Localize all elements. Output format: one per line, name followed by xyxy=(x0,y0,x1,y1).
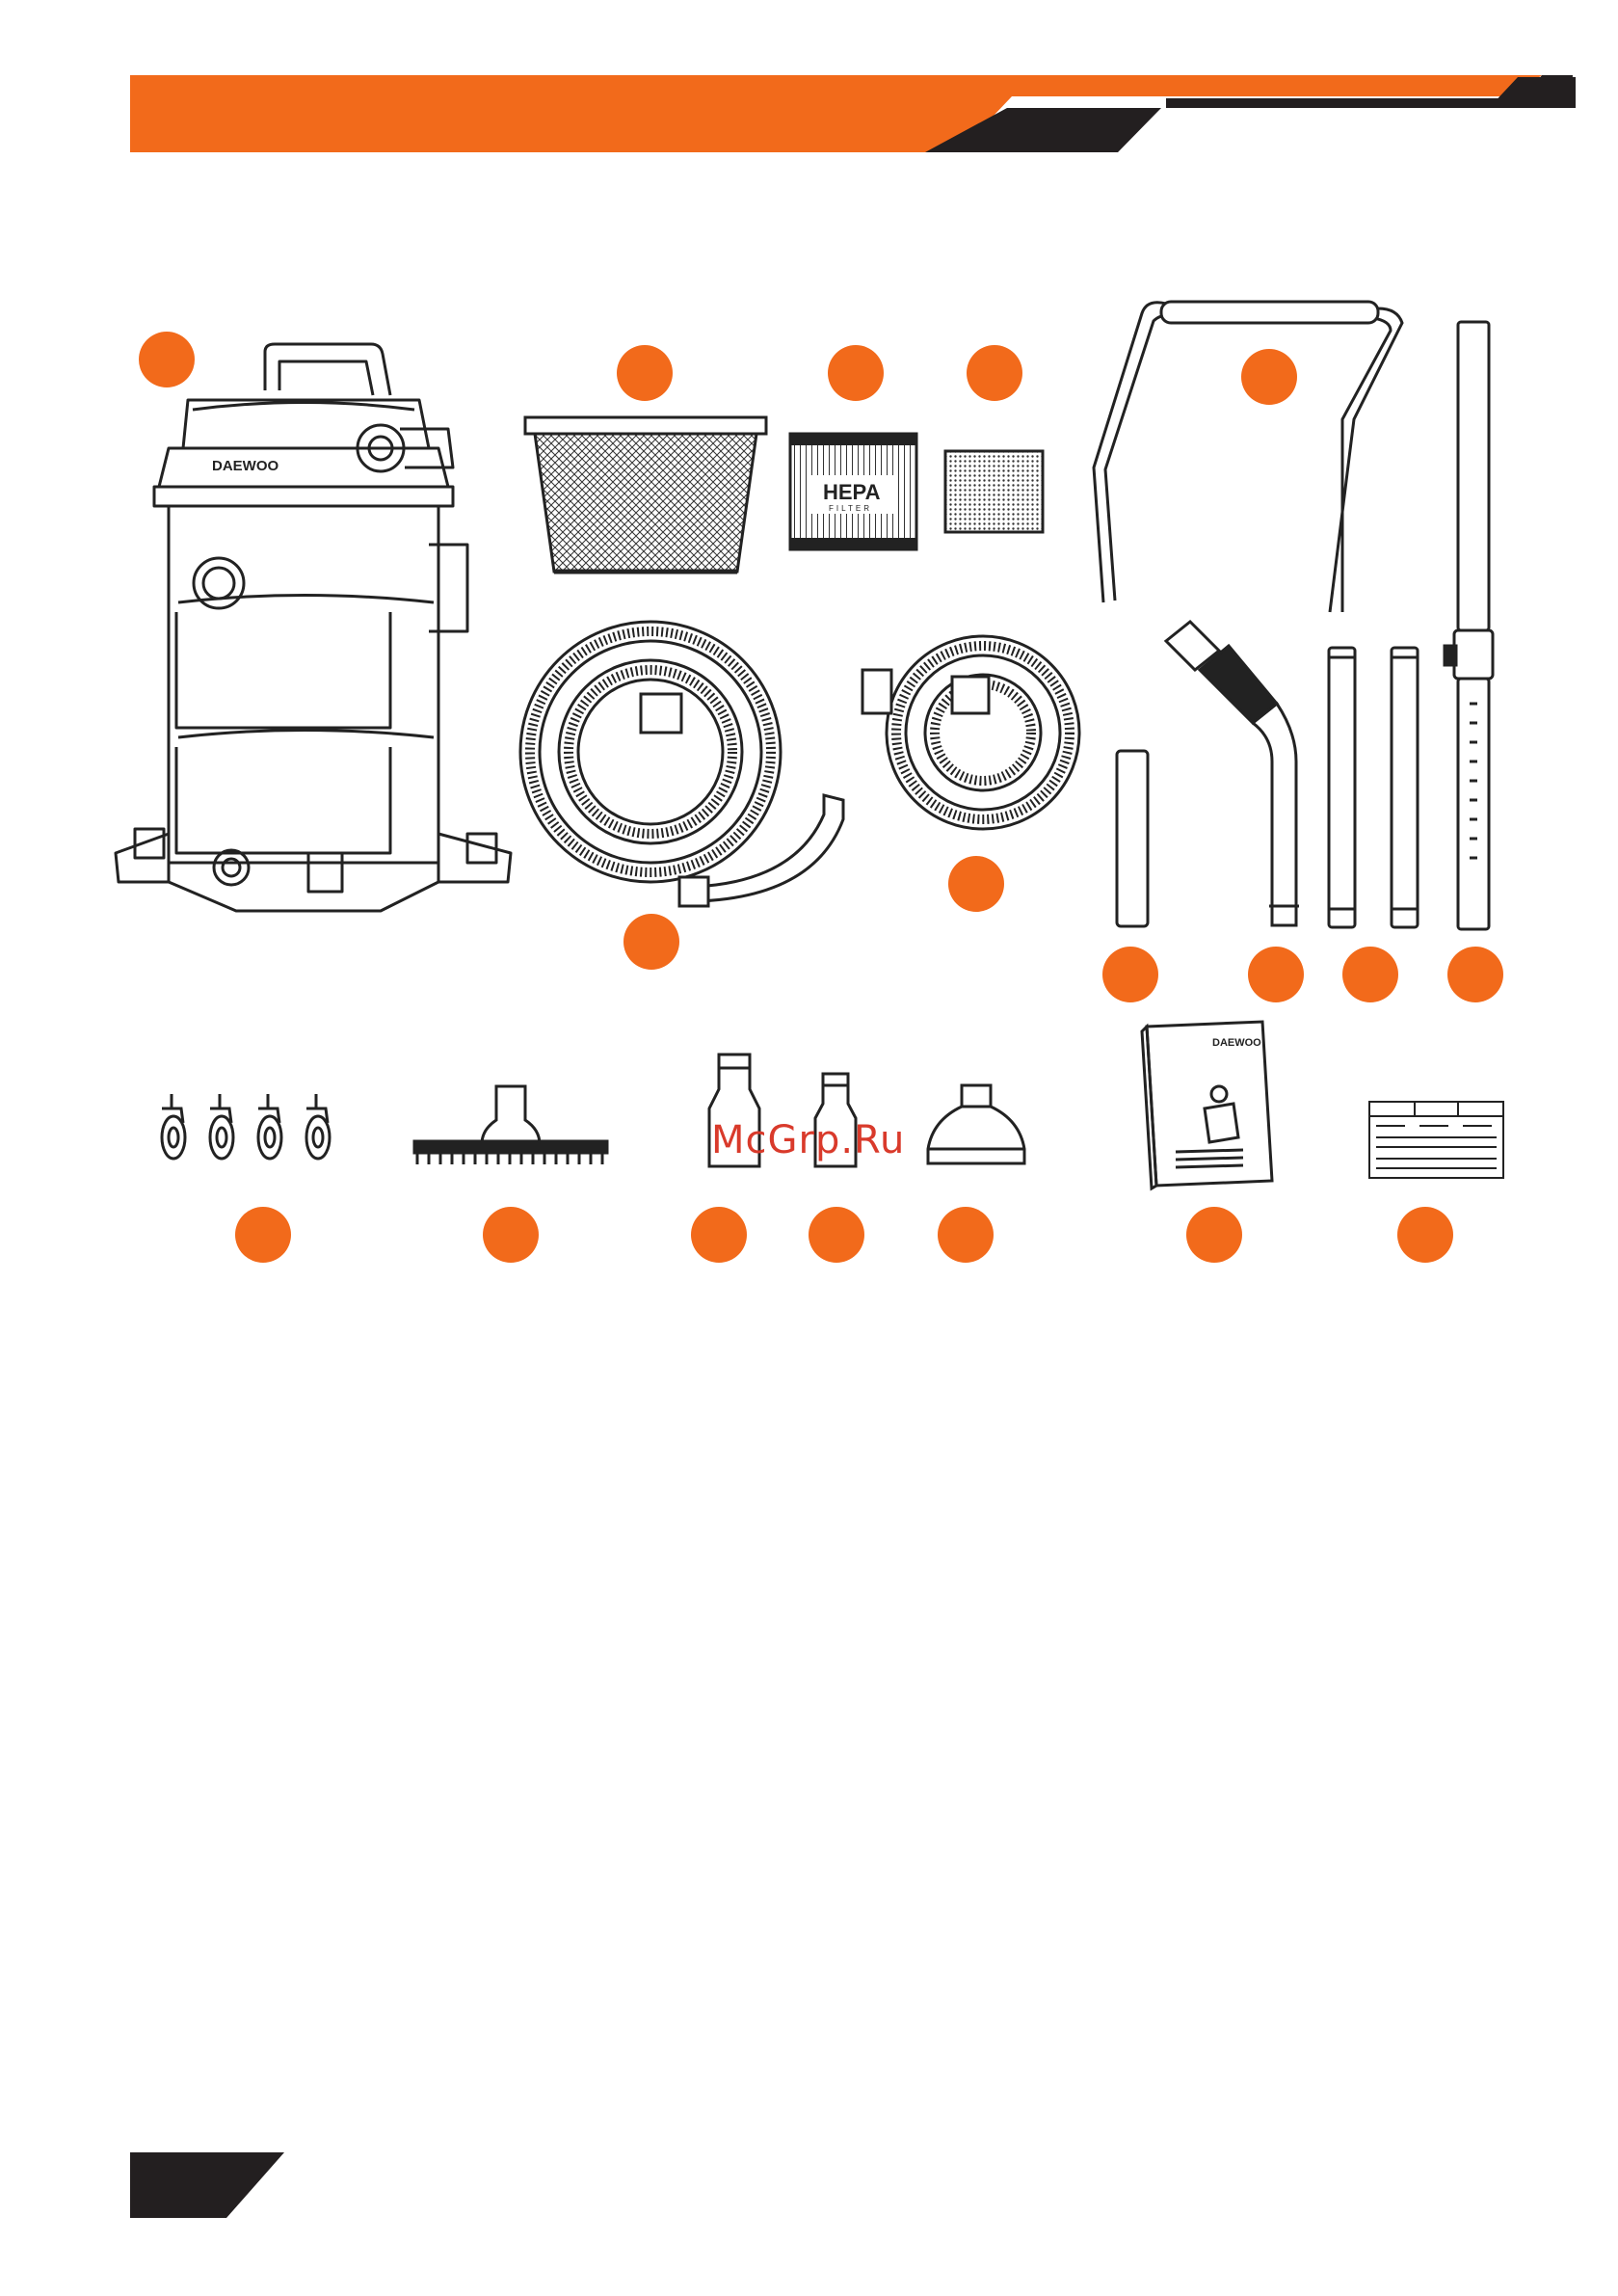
callout-8 xyxy=(1102,947,1158,1002)
hepa-label: HEPA xyxy=(823,480,881,504)
telescopic-tube-illustration xyxy=(1441,318,1508,935)
curved-wand-illustration xyxy=(1161,617,1306,935)
hepa-filter-illustration: HEPA FILTER xyxy=(788,432,918,552)
callout-10 xyxy=(1342,947,1398,1002)
header-banner xyxy=(0,0,1618,164)
watermark-text: McGrp.Ru xyxy=(711,1118,905,1162)
callout-7 xyxy=(948,856,1004,912)
vacuum-cleaner-illustration: DAEWOO xyxy=(111,342,516,921)
callout-6 xyxy=(623,914,679,970)
tube-b-illustration xyxy=(1388,644,1421,933)
callout-17 xyxy=(1186,1207,1242,1263)
callout-2 xyxy=(617,345,673,401)
callout-3 xyxy=(828,345,884,401)
callout-4 xyxy=(967,345,1022,401)
filter-label: FILTER xyxy=(829,504,872,513)
hose-with-handle-illustration xyxy=(516,607,848,914)
casters-illustration xyxy=(154,1089,366,1166)
warranty-card-illustration xyxy=(1366,1099,1506,1181)
foam-filter-illustration xyxy=(943,449,1045,534)
hose-illustration xyxy=(848,617,1094,858)
callout-13 xyxy=(483,1207,539,1263)
user-manual-illustration: DAEWOO xyxy=(1137,1017,1277,1190)
wide-nozzle-illustration xyxy=(923,1081,1029,1168)
tube-a-illustration xyxy=(1325,644,1359,933)
callout-11 xyxy=(1447,947,1503,1002)
short-tube-illustration xyxy=(1113,747,1152,930)
footer-page-tab xyxy=(130,2152,284,2218)
manual-logo: DAEWOO xyxy=(1212,1037,1261,1049)
floor-brush-illustration xyxy=(410,1081,612,1168)
callout-14 xyxy=(691,1207,747,1263)
callout-12 xyxy=(235,1207,291,1263)
handle-illustration xyxy=(1084,294,1431,627)
vacuum-logo: DAEWOO xyxy=(212,458,279,474)
callout-15 xyxy=(809,1207,864,1263)
callout-16 xyxy=(938,1207,994,1263)
callout-9 xyxy=(1248,947,1304,1002)
filter-basket-illustration xyxy=(520,413,771,581)
callout-18 xyxy=(1397,1207,1453,1263)
